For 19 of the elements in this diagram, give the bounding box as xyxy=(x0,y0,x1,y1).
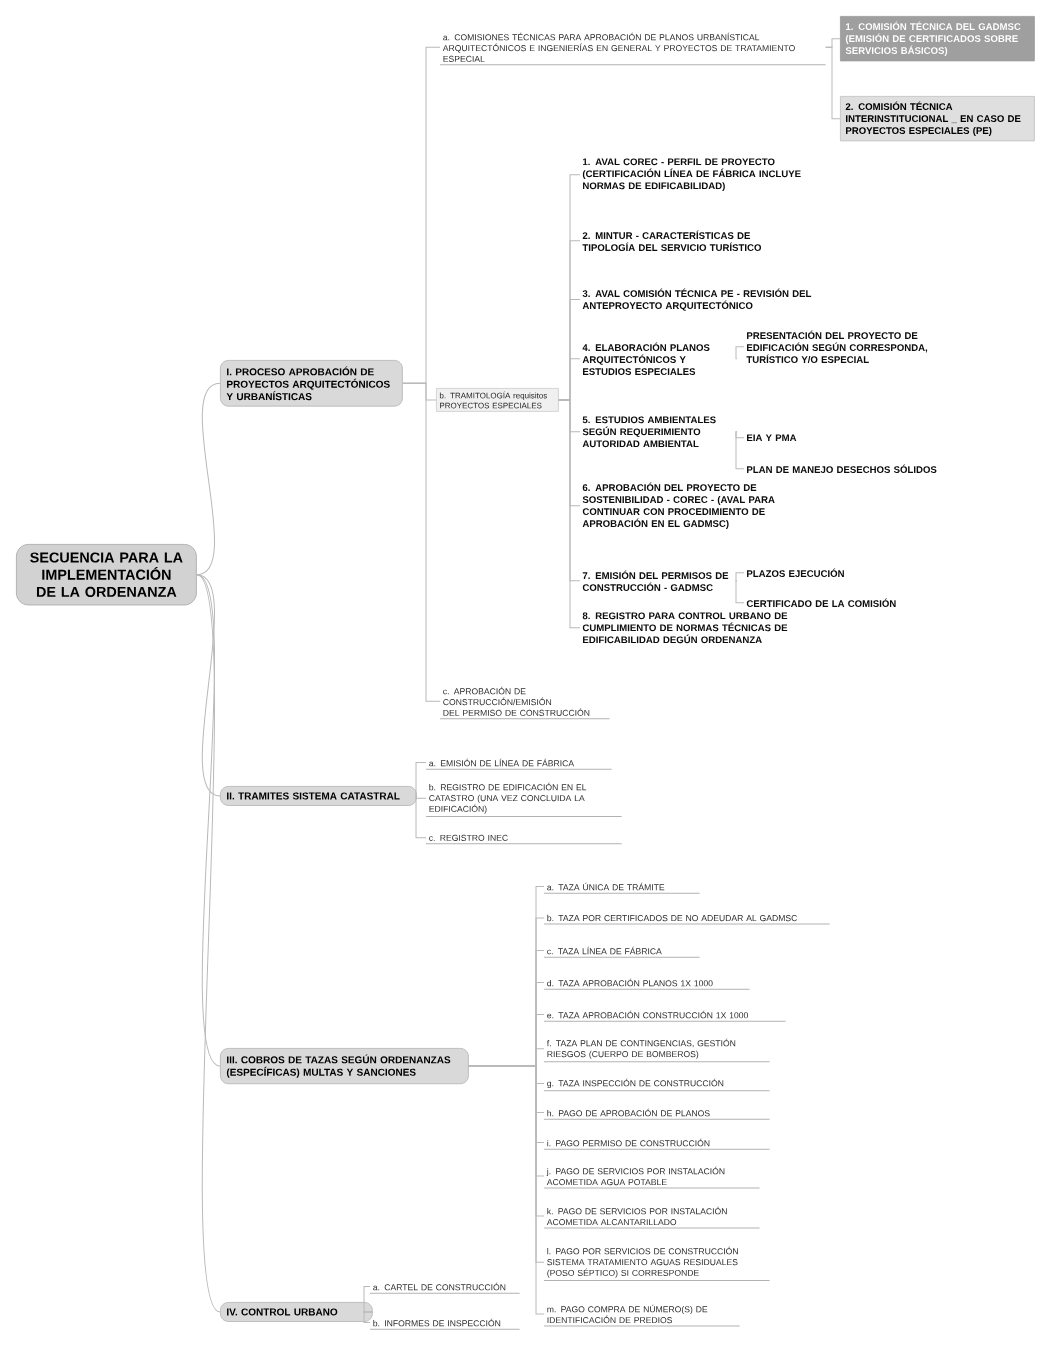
connector xyxy=(735,580,745,604)
connector xyxy=(363,1286,374,1313)
connector xyxy=(558,399,581,629)
connector xyxy=(735,572,745,582)
connector xyxy=(735,431,745,470)
connector xyxy=(196,574,221,1067)
connector xyxy=(468,1065,545,1315)
connector xyxy=(415,762,427,797)
connector xyxy=(363,1311,374,1324)
connector xyxy=(196,574,221,797)
connector xyxy=(825,46,841,120)
connector xyxy=(415,795,427,799)
connector xyxy=(196,382,221,576)
connector xyxy=(415,795,427,839)
connector xyxy=(825,38,841,48)
connector xyxy=(735,431,745,439)
connector xyxy=(196,574,221,1313)
connector xyxy=(402,382,441,702)
connector xyxy=(735,346,745,360)
